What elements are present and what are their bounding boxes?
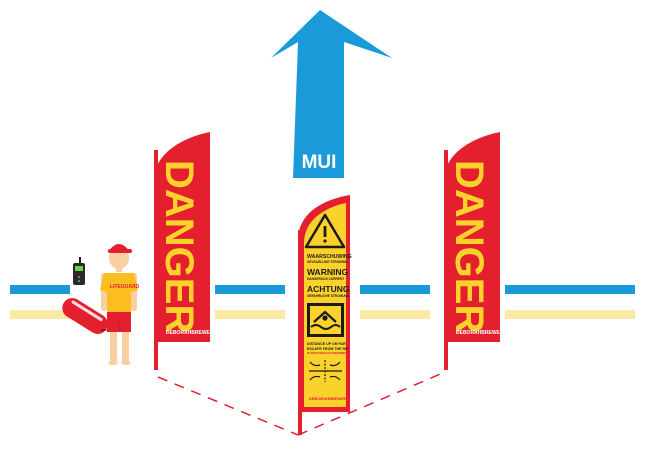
sand-line-segment <box>505 310 635 319</box>
flag-brand: DEBORAHBREWER <box>309 396 347 401</box>
lifeguard-leg-right <box>122 332 129 362</box>
warning-line-5-sub: IN BOOTSEN EN ZWEMMEN <box>307 351 347 355</box>
danger-flag-left: DANGER DEBORAHBREWER <box>154 132 214 370</box>
warning-line-2: WARNING <box>307 267 348 277</box>
danger-flag-right: DANGER DEBORAHBREWER <box>444 132 504 370</box>
lifeguard-shirt <box>100 273 138 312</box>
swimmer-current-icon <box>307 303 344 337</box>
water-line-segment <box>505 285 635 294</box>
sand-line-segment <box>360 310 430 319</box>
arrow-label: MUI <box>302 152 337 173</box>
flag-word: DANGER <box>447 160 491 333</box>
lifeguard-cap-brim <box>108 249 132 253</box>
radio-icon <box>73 257 85 285</box>
water-line-segment <box>360 285 430 294</box>
flag-brand: DEBORAHBREWER <box>456 330 504 336</box>
warning-line-1-sub: GEVAARLIJKE STROMING <box>307 260 348 264</box>
warning-flag-center: WAARSCHUWING GEVAARLIJKE STROMING WARNIN… <box>298 195 352 435</box>
dash-line-left <box>157 376 299 436</box>
lifeguard-neck <box>116 267 122 272</box>
safe-zone-dashes <box>157 371 446 436</box>
arrow-shape <box>271 10 392 178</box>
warning-line-5: ESCAPE FROM THE RIP <box>307 347 349 351</box>
lifeguard-figure: LIFEGUARD <box>62 244 140 365</box>
warning-line-1: WAARSCHUWING <box>307 254 352 260</box>
dash-line-right <box>297 371 446 436</box>
sand-line-segment <box>10 310 70 319</box>
warning-line-3-sub: GEFAHRLICHE STROMUNG <box>307 294 350 298</box>
flag-inner <box>160 143 204 336</box>
rip-current-arrow: MUI <box>271 10 392 178</box>
warning-triangle-icon <box>304 213 346 249</box>
water-line-segment <box>215 285 285 294</box>
warning-line-4: DISTANCE UP OR PAR <box>307 342 346 346</box>
escape-route-icon <box>309 360 342 382</box>
flag-cloth <box>444 132 500 342</box>
sand-line-segment <box>215 310 285 319</box>
warning-line-3: ACHTUNG <box>307 284 350 294</box>
lifeguard-leg-left <box>110 332 117 362</box>
lifeguard-shirt-text: LIFEGUARD <box>110 284 140 290</box>
shoreline <box>10 285 635 319</box>
water-line-segment <box>10 285 70 294</box>
flag-word: DANGER <box>157 160 201 333</box>
flag-brand: DEBORAHBREWER <box>166 330 214 336</box>
warning-line-2-sub: DANGEROUS CURRENT <box>307 277 344 281</box>
